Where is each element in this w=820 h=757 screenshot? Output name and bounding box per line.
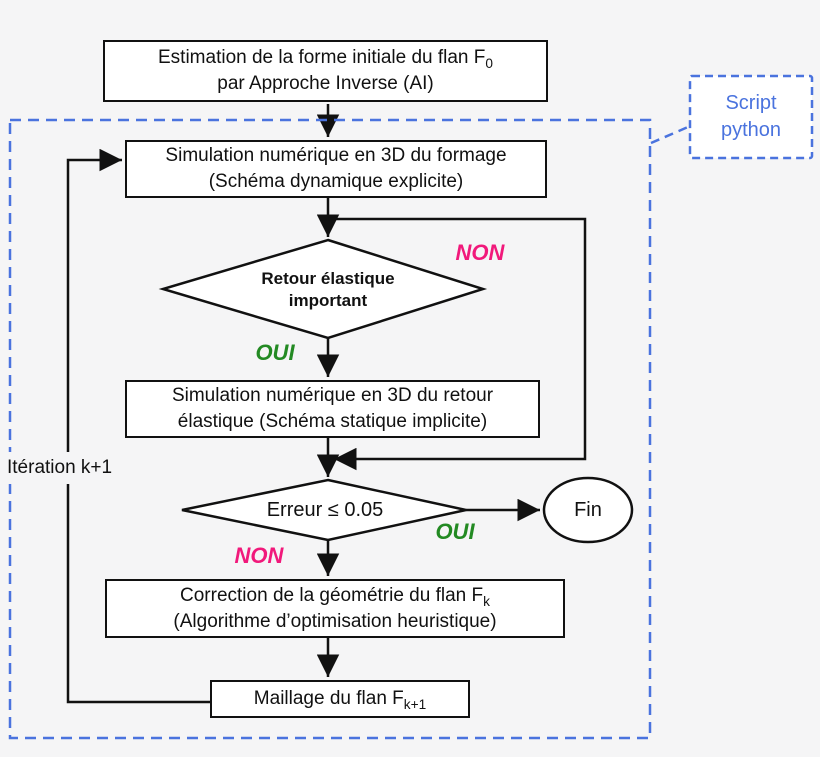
script-python-line2: python	[720, 119, 782, 141]
branch-label-oui-right: OUI	[435, 519, 475, 544]
node-maillage: Maillage du flan Fk+1	[210, 680, 470, 718]
node-correction: Correction de la géométrie du flan Fk (A…	[105, 579, 565, 638]
branch-label-non-bottom: NON	[234, 543, 284, 568]
decision-retour-line1: Retour élastique	[261, 268, 395, 288]
node-maillage-label: Maillage du flan Fk+1	[253, 688, 427, 712]
decision-retour-elastique-label: Retour élastique important	[210, 262, 446, 318]
branch-label-non-top: NON	[455, 240, 505, 265]
node-correction-line1: Correction de la géométrie du flan Fk	[180, 584, 490, 609]
script-python-line1: Script	[725, 92, 777, 114]
script-python-region-border	[8, 118, 652, 740]
node-retour-line1: Simulation numérique en 3D du retour	[171, 385, 494, 407]
diamond-erreur	[181, 478, 467, 542]
node-estimation-line1: Estimation de la forme initiale du flan …	[158, 47, 493, 72]
node-formage: Simulation numérique en 3D du formage (S…	[125, 140, 547, 198]
script-python-box-border	[688, 74, 814, 160]
node-estimation-line2: par Approche Inverse (AI)	[217, 73, 434, 94]
node-formage-line2: (Schéma dynamique explicite)	[208, 171, 464, 192]
iteration-label: Itération k+1	[2, 452, 142, 484]
node-formage-line1: Simulation numérique en 3D du formage	[165, 145, 507, 167]
branch-label-oui-top: OUI	[255, 340, 295, 365]
decision-erreur-label: Erreur ≤ 0.05	[266, 498, 384, 521]
decision-retour-line2: important	[288, 291, 368, 310]
diamond-retour-elastique	[158, 238, 488, 340]
subscript-0: 0	[485, 56, 493, 72]
subscript-k-plus-1: k+1	[403, 696, 427, 712]
node-retour-line2: élastique (Schéma statique implicite)	[177, 411, 488, 432]
arrow-non-bypass	[328, 217, 587, 471]
node-correction-line2: (Algorithme d’optimisation heuristique)	[173, 610, 497, 632]
subscript-k: k	[483, 593, 490, 609]
script-python-connector	[650, 125, 689, 145]
node-retour: Simulation numérique en 3D du retour éla…	[125, 380, 540, 438]
terminal-fin-ellipse	[542, 476, 634, 544]
terminal-fin-label: Fin	[574, 498, 602, 521]
arrow-loop-maillage-to-formage	[66, 148, 210, 704]
script-python-label: Script python	[690, 76, 812, 158]
node-estimation: Estimation de la forme initiale du flan …	[103, 40, 548, 102]
